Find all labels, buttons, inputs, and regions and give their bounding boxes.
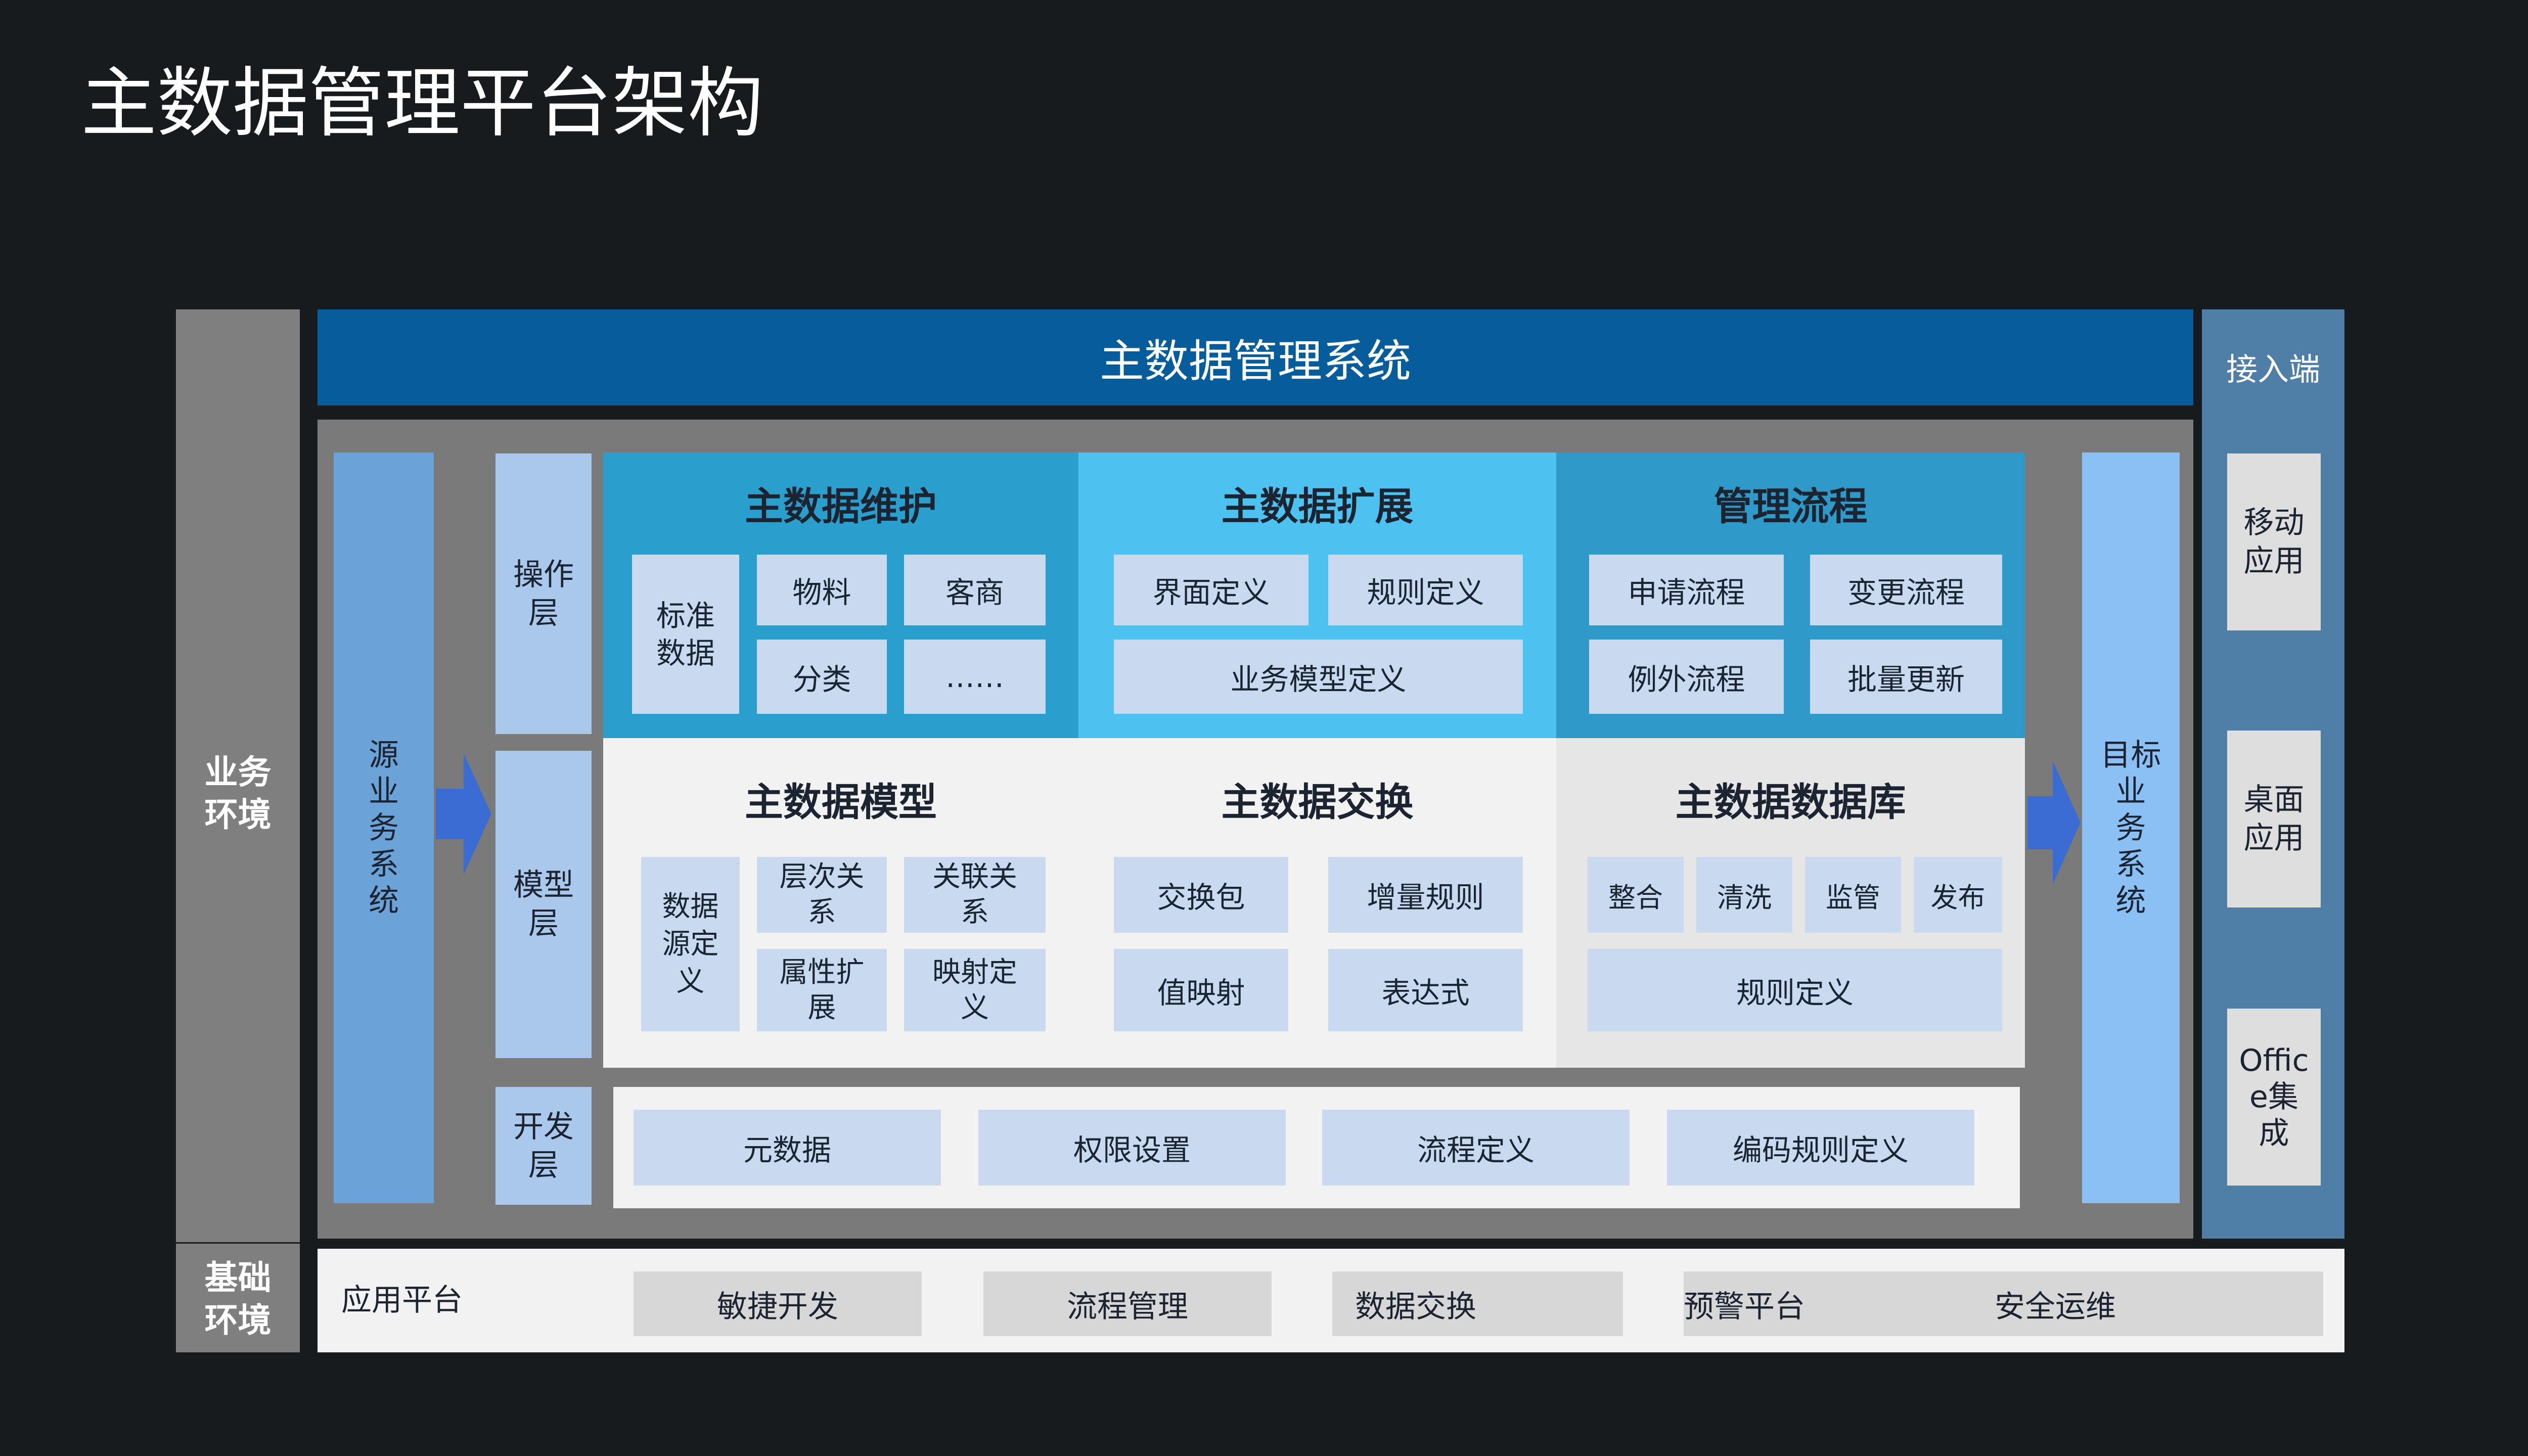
extension-title: 主数据扩展: [1221, 484, 1414, 529]
coding-rule-definition-item[interactable]: 编码规则定义: [1667, 1110, 1974, 1186]
office-integration-item[interactable]: Offic e集 成: [2227, 1009, 2321, 1186]
data-source-definition[interactable]: 数据 源定 义: [641, 857, 740, 1031]
batch-update-item[interactable]: 批量更新: [1810, 640, 2002, 714]
rule-definition-item[interactable]: 规则定义: [1328, 555, 1523, 625]
security-ops-label: 安全运维: [1995, 1289, 2116, 1325]
agile-dev-item[interactable]: 敏捷开发: [634, 1271, 922, 1336]
model-layer: 模型 层: [495, 751, 592, 1058]
attribute-extension-item[interactable]: 属性扩 展: [757, 949, 887, 1031]
ui-definition-item[interactable]: 界面定义: [1114, 555, 1308, 625]
customer-supplier-item[interactable]: 客商: [904, 555, 1046, 625]
material-item[interactable]: 物料: [757, 555, 887, 625]
dev-layer: 开发 层: [495, 1087, 592, 1205]
source-system: 源 业 务 系 统: [334, 452, 434, 1203]
process-title: 管理流程: [1713, 484, 1868, 529]
more-item[interactable]: ……: [904, 640, 1046, 714]
maintenance-title: 主数据维护: [745, 484, 937, 529]
system-title: 主数据管理系统: [1099, 335, 1411, 387]
value-mapping-item[interactable]: 值映射: [1114, 949, 1288, 1031]
expression-item[interactable]: 表达式: [1328, 949, 1523, 1031]
data-exchange-item[interactable]: 数据交换: [1332, 1271, 1623, 1336]
apply-process-item[interactable]: 申请流程: [1589, 555, 1784, 625]
base-env-label-overlay: 基础 环境: [204, 1258, 272, 1340]
desktop-app-item[interactable]: 桌面 应用: [2227, 731, 2321, 907]
mapping-definition-item[interactable]: 映射定 义: [904, 949, 1046, 1031]
model-title: 主数据模型: [745, 780, 937, 825]
exchange-package-item[interactable]: 交换包: [1114, 857, 1288, 933]
base-env-column: [176, 1244, 300, 1352]
mobile-app-item[interactable]: 移动 应用: [2227, 453, 2321, 630]
database-rule-definition-item[interactable]: 规则定义: [1588, 949, 2002, 1031]
exception-process-item[interactable]: 例外流程: [1589, 640, 1784, 714]
change-process-item[interactable]: 变更流程: [1810, 555, 2002, 625]
right-arrow-icon: [2027, 761, 2081, 885]
data-exchange-label: 数据交换: [1355, 1289, 1476, 1325]
permission-settings-item[interactable]: 权限设置: [978, 1110, 1286, 1186]
standard-data: 标准 数据: [632, 555, 739, 714]
hierarchy-relation-item[interactable]: 层次关 系: [757, 857, 887, 933]
cleanse-item[interactable]: 清洗: [1696, 857, 1792, 933]
business-env-column: [176, 309, 300, 1242]
exchange-title: 主数据交换: [1221, 780, 1414, 825]
alert-platform-label: 预警平台: [1684, 1289, 1805, 1325]
category-item[interactable]: 分类: [757, 640, 887, 714]
operation-layer: 操作 层: [495, 453, 592, 734]
security-ops-item[interactable]: 安全运维: [1972, 1271, 2323, 1336]
business-env-label: 业务 环境: [204, 753, 272, 834]
platform-label: 应用平台: [341, 1283, 463, 1318]
alert-platform-item[interactable]: 预警平台: [1684, 1271, 1972, 1336]
metadata-item[interactable]: 元数据: [634, 1110, 941, 1186]
integrate-item[interactable]: 整合: [1588, 857, 1684, 933]
system-title-bar: 主数据管理系统: [318, 309, 2193, 405]
business-model-definition-item[interactable]: 业务模型定义: [1114, 640, 1523, 714]
supervise-item[interactable]: 监管: [1805, 857, 1901, 933]
access-title: 接入端: [2226, 351, 2320, 388]
process-definition-item[interactable]: 流程定义: [1322, 1110, 1630, 1186]
page-title: 主数据管理平台架构: [81, 60, 764, 148]
right-arrow-icon: [436, 753, 491, 875]
target-system: 目标 业 务 系 统: [2082, 452, 2180, 1203]
increment-rule-item[interactable]: 增量规则: [1328, 857, 1523, 933]
process-management-item[interactable]: 流程管理: [983, 1271, 1272, 1336]
association-relation-item[interactable]: 关联关 系: [904, 857, 1046, 933]
publish-item[interactable]: 发布: [1914, 857, 2002, 933]
database-title: 主数据数据库: [1675, 780, 1906, 825]
